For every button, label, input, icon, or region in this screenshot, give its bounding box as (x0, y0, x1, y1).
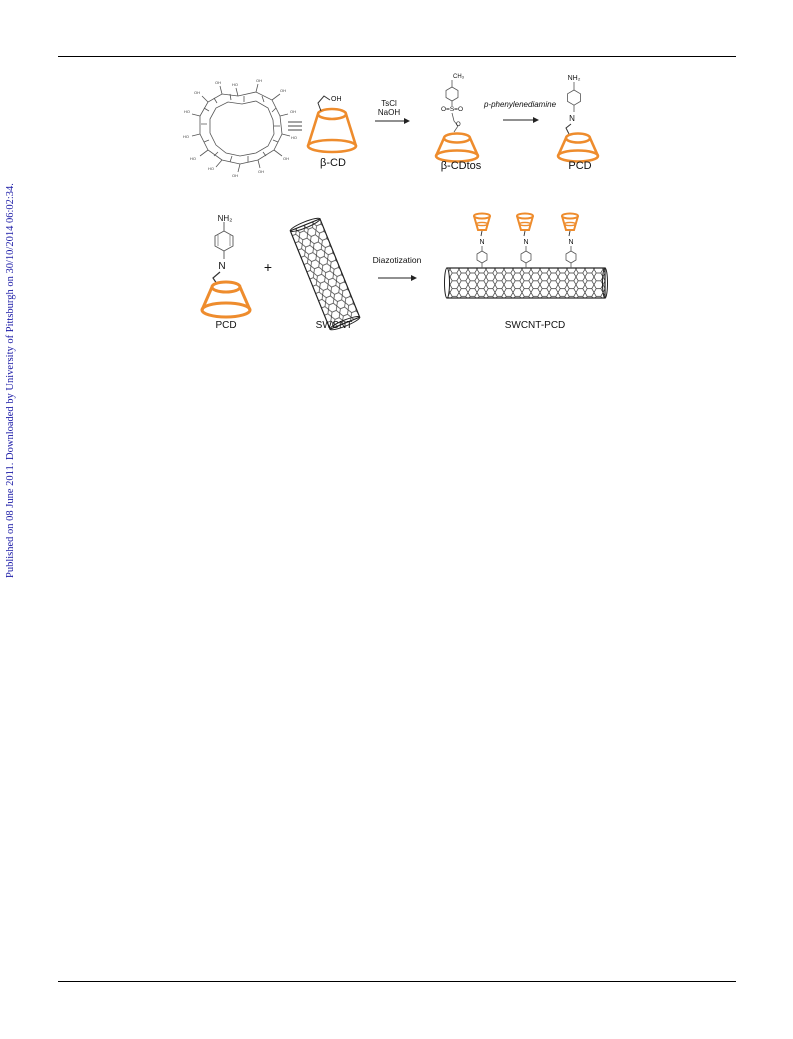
svg-text:HO: HO (291, 135, 297, 140)
beta-cd-ring-structure (191, 83, 291, 173)
svg-text:OH: OH (290, 109, 296, 114)
diazotization-label: Diazotization (373, 255, 422, 265)
svg-text:OH: OH (256, 78, 262, 83)
grafted-pcd-2 (516, 212, 534, 268)
oh-label: OH (331, 96, 342, 103)
svg-text:OH: OH (232, 173, 238, 178)
pcd-bottom-label: PCD (215, 320, 236, 331)
svg-text:OH: OH (258, 169, 264, 174)
svg-text:OH: OH (215, 80, 221, 85)
beta-cd-oh-labels: HO OH OH OH HO OH OH OH HO HO HO HO OH OH (183, 78, 297, 178)
swcnt-structure (289, 217, 361, 331)
plus-sign: + (264, 259, 272, 275)
product-n-label-1: N (479, 239, 484, 246)
header-rule (58, 56, 736, 57)
svg-text:OH: OH (283, 156, 289, 161)
pcd-structure-top (556, 82, 600, 163)
svg-text:HO: HO (183, 134, 189, 139)
tos-methyl-label: CH₃ (453, 74, 465, 80)
svg-text:HO: HO (232, 82, 238, 87)
pcd-top-label: PCD (568, 160, 591, 172)
swcnt-pcd-tube (444, 267, 608, 299)
reagent-tscl: TsCl (381, 99, 397, 108)
svg-text:OH: OH (194, 90, 200, 95)
grafted-pcd-3 (561, 212, 579, 268)
equivalence-sign (288, 121, 302, 131)
product-n-label-2: N (523, 239, 528, 246)
pcd-bottom-nh2-label: NH₂ (218, 214, 233, 223)
beta-cdtos-structure (434, 80, 480, 163)
reagent-naoh: NaOH (378, 108, 400, 117)
tos-oxygen-label: O (456, 122, 461, 128)
svg-text:OH: OH (280, 88, 286, 93)
pcd-bottom-n-label: N (218, 261, 225, 272)
svg-text:HO: HO (208, 166, 214, 171)
pcd-top-n-label: N (569, 114, 575, 123)
svg-text:HO: HO (190, 156, 196, 161)
swcnt-label: SWCNT (316, 320, 353, 331)
amine-reagent-label: p-phenylenediamine (483, 100, 557, 109)
pcd-structure-bottom (200, 222, 252, 319)
swcnt-pcd-label: SWCNT-PCD (505, 320, 566, 331)
beta-cd-cone (306, 95, 358, 154)
footer-rule (58, 981, 736, 982)
pcd-top-nh2-label: NH₂ (568, 75, 581, 82)
product-n-label-3: N (568, 239, 573, 246)
grafted-pcd-1 (473, 212, 491, 268)
beta-cdtos-label: β-CDtos (441, 160, 482, 172)
tos-sulfonyl-label: O=S=O (441, 106, 463, 113)
svg-text:HO: HO (184, 109, 190, 114)
beta-cd-label: β-CD (320, 157, 346, 169)
